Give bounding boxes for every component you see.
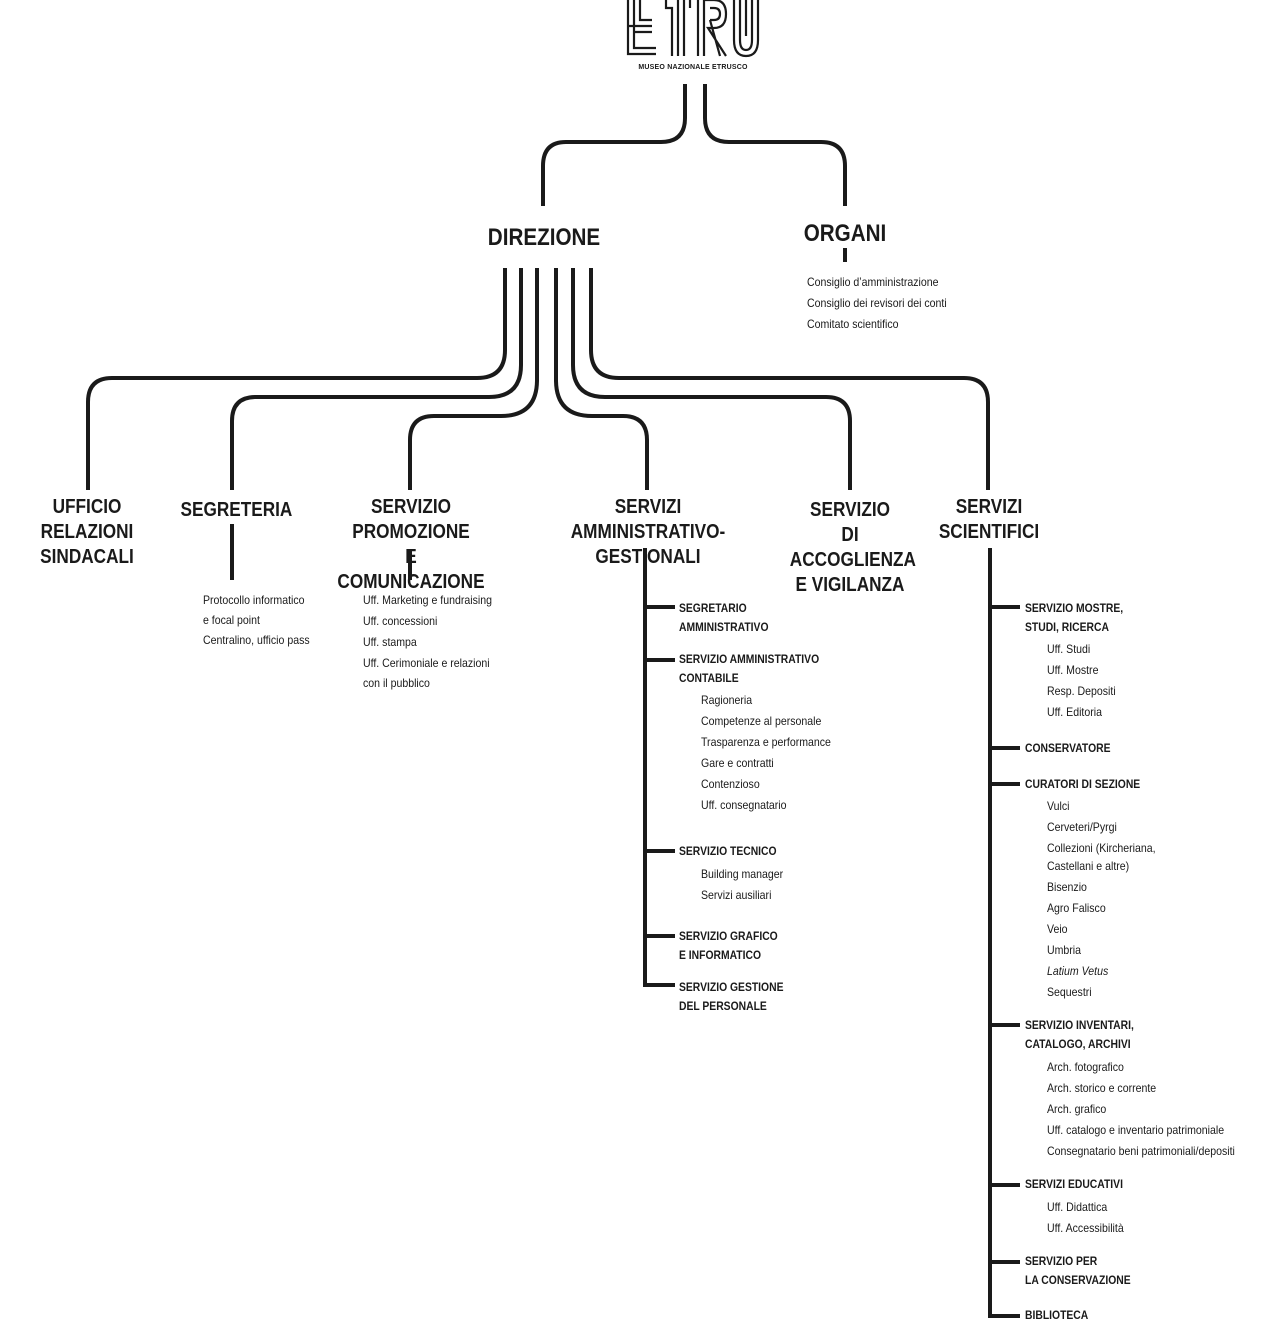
- wire-segreteria: [230, 268, 523, 490]
- unit-item: Castellani e altre): [1047, 859, 1130, 873]
- unit-servizio-amministrativo-contabile: SERVIZIO AMMINISTRATIVO CONTABILE: [679, 654, 820, 685]
- unit-item: Bisenzio: [1047, 880, 1087, 894]
- unit-segretario-amministrativo: SEGRETARIO AMMINISTRATIVO: [679, 603, 769, 634]
- unit-item: Uff. consegnatario: [701, 798, 787, 812]
- unit-item: Ragioneria: [701, 693, 753, 707]
- unit-item: Servizi ausiliari: [701, 888, 772, 902]
- unit-curatori-di-sezione: CURATORI DI SEZIONE: [1025, 779, 1141, 791]
- unit-item: Vulci: [1047, 799, 1070, 813]
- wire-sci-trunk: [988, 548, 1020, 1318]
- wire-scientifici: [589, 268, 990, 490]
- unit-item: Sequestri: [1047, 985, 1092, 999]
- organi-item: Consiglio dei revisori dei conti: [807, 296, 947, 310]
- unit-item: Latium Vetus: [1047, 964, 1109, 978]
- unit-servizio-conservazione: SERVIZIO PER LA CONSERVAZIONE: [1025, 1256, 1131, 1287]
- wire-accoglienza: [571, 268, 852, 490]
- segreteria-item: Centralino, ufficio pass: [203, 633, 310, 647]
- unit-servizio-inventari: SERVIZIO INVENTARI, CATALOGO, ARCHIVI: [1025, 1020, 1134, 1051]
- ufficio-relazioni-sindacali-heading: UFFICIO RELAZIONI SINDACALI: [40, 496, 134, 568]
- servizio-accoglienza-vigilanza-heading: SERVIZIO DI ACCOGLIENZA E VIGILANZA: [789, 499, 916, 596]
- organi-item: Comitato scientifico: [807, 317, 899, 331]
- unit-item: Building manager: [701, 867, 784, 881]
- unit-item: Cerveteri/Pyrgi: [1047, 820, 1117, 834]
- logo-subtitle: MUSEO NAZIONALE ETRUSCO: [638, 64, 748, 71]
- segreteria-item: Protocollo informatico: [203, 593, 305, 607]
- promozione-item: Uff. stampa: [363, 635, 417, 649]
- organi-item: Consiglio d’amministrazione: [807, 275, 939, 289]
- wire-amministrativi: [554, 268, 649, 490]
- unit-item: Arch. fotografico: [1047, 1060, 1124, 1074]
- unit-item: Arch. storico e corrente: [1047, 1081, 1157, 1095]
- wire-amm-trunk: [643, 548, 675, 987]
- unit-item: Gare e contratti: [701, 756, 774, 770]
- unit-servizio-tecnico: SERVIZIO TECNICO: [679, 846, 777, 858]
- unit-item: Uff. Mostre: [1047, 663, 1099, 677]
- museum-logo: MUSEO NAZIONALE ETRUSCO: [622, 0, 764, 80]
- unit-servizio-grafico-informatico: SERVIZIO GRAFICO E INFORMATICO: [679, 931, 778, 962]
- wire-relazioni: [86, 268, 507, 490]
- wire-promozione: [408, 268, 539, 490]
- wire-organi: [703, 84, 847, 206]
- unit-item: Uff. Studi: [1047, 642, 1091, 656]
- promozione-item: Uff. Cerimoniale e relazioni: [363, 656, 490, 670]
- unit-servizio-mostre: SERVIZIO MOSTRE, STUDI, RICERCA: [1025, 603, 1124, 634]
- unit-item: Umbria: [1047, 943, 1082, 957]
- unit-item: Arch. grafico: [1047, 1102, 1107, 1116]
- unit-item: Uff. Accessibilità: [1047, 1221, 1124, 1235]
- servizi-amministrativo-gestionali-heading: SERVIZI AMMINISTRATIVO-GESTIONALI: [570, 496, 726, 568]
- direzione-heading: DIREZIONE: [487, 224, 601, 251]
- segreteria-heading: SEGRETERIA: [180, 499, 293, 521]
- unit-item: Consegnatario beni patrimoniali/depositi: [1047, 1144, 1235, 1158]
- unit-servizio-gestione-personale: SERVIZIO GESTIONE DEL PERSONALE: [679, 982, 784, 1013]
- unit-conservatore: CONSERVATORE: [1025, 743, 1111, 755]
- promozione-item: con il pubblico: [363, 676, 430, 690]
- unit-item: Competenze al personale: [701, 714, 822, 728]
- unit-servizi-educativi: SERVIZI EDUCATIVI: [1025, 1179, 1123, 1191]
- logo-wordmark-icon: [626, 0, 760, 58]
- unit-biblioteca: BIBLIOTECA: [1025, 1310, 1089, 1322]
- unit-item: Collezioni (Kircheriana,: [1047, 841, 1156, 855]
- unit-item: Contenzioso: [701, 777, 760, 791]
- unit-item: Resp. Depositi: [1047, 684, 1116, 698]
- unit-item: Veio: [1047, 922, 1068, 936]
- unit-item: Uff. Didattica: [1047, 1200, 1108, 1214]
- servizio-promozione-heading: SERVIZIO PROMOZIONE E COMUNICAZIONE: [337, 496, 485, 593]
- promozione-item: Uff. Marketing e fundraising: [363, 593, 492, 607]
- organi-heading: ORGANI: [803, 220, 887, 247]
- wire-direzione: [541, 84, 687, 206]
- promozione-item: Uff. concessioni: [363, 614, 438, 628]
- unit-item: Uff. catalogo e inventario patrimoniale: [1047, 1123, 1225, 1137]
- unit-item: Trasparenza e performance: [701, 735, 831, 749]
- segreteria-item: e focal point: [203, 613, 260, 627]
- unit-item: Agro Falisco: [1047, 901, 1106, 915]
- unit-item: Uff. Editoria: [1047, 705, 1102, 719]
- servizi-scientifici-heading: SERVIZI SCIENTIFICI: [938, 496, 1040, 543]
